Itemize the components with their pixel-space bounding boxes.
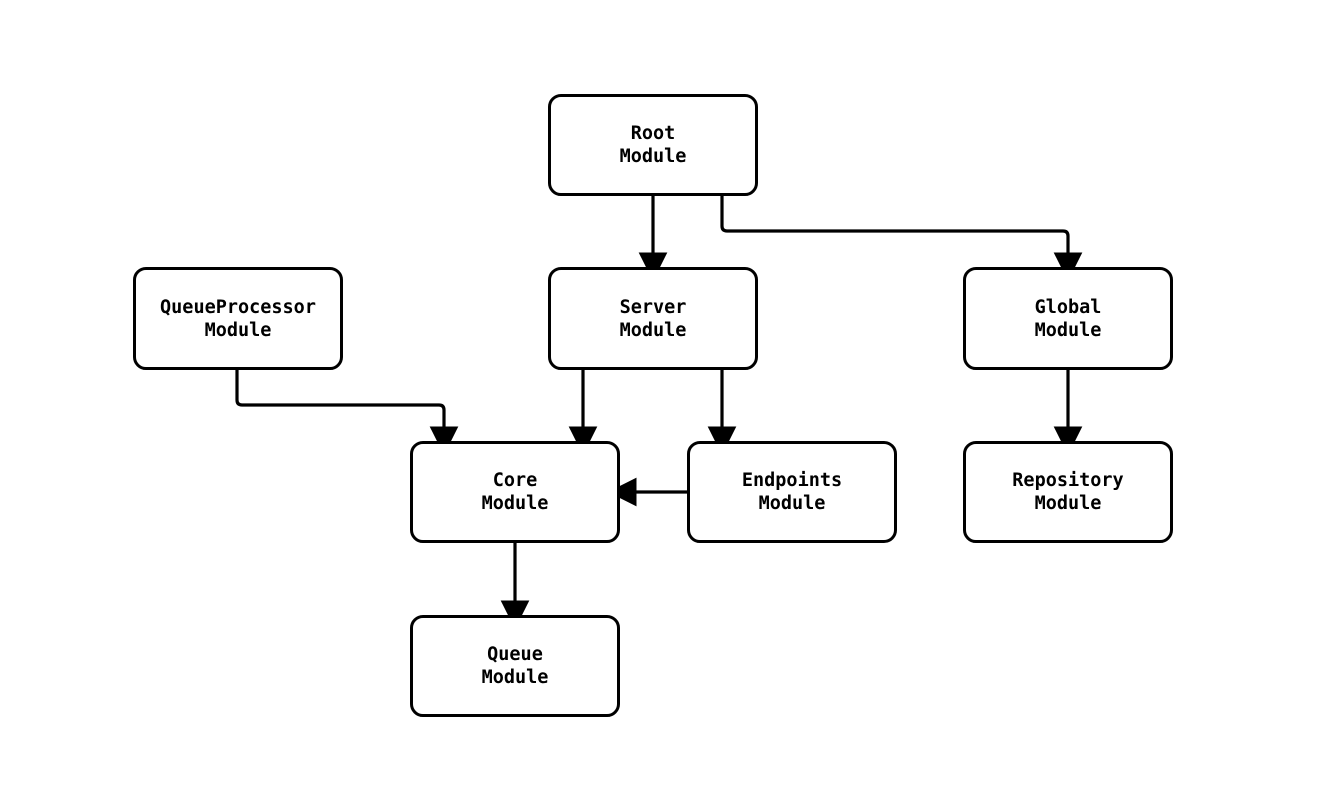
node-repository-module-line2: Module	[1034, 493, 1102, 514]
node-repository-module-line1: Repository	[1012, 470, 1124, 491]
node-queueprocessor-module[interactable]: QueueProcessor Module	[133, 267, 343, 370]
node-queueprocessor-module-line1: QueueProcessor	[160, 296, 316, 318]
node-server-module-line2: Module	[619, 319, 687, 341]
node-repository-module[interactable]: Repository Module	[963, 441, 1173, 543]
node-queue-module-line2: Module	[481, 667, 549, 688]
node-root-module-line2: Module	[619, 146, 687, 167]
node-server-module-line1: Server	[619, 296, 687, 318]
node-endpoints-module[interactable]: Endpoints Module	[687, 441, 897, 543]
node-global-module-line2: Module	[1034, 319, 1102, 341]
node-core-module[interactable]: Core Module	[410, 441, 620, 543]
node-queue-module-line1: Queue	[487, 644, 543, 665]
node-server-module[interactable]: Server Module	[548, 267, 758, 370]
node-global-module[interactable]: Global Module	[963, 267, 1173, 370]
node-endpoints-module-line1: Endpoints	[741, 470, 843, 491]
node-queue-module[interactable]: Queue Module	[410, 615, 620, 717]
node-global-module-line1: Global	[1034, 296, 1102, 318]
node-core-module-line1: Core	[492, 470, 538, 491]
node-core-module-line2: Module	[481, 493, 549, 514]
node-root-module[interactable]: Root Module	[548, 94, 758, 196]
node-queueprocessor-module-line2: Module	[204, 319, 272, 341]
node-endpoints-module-line2: Module	[758, 493, 826, 514]
node-root-module-line1: Root	[630, 123, 676, 144]
